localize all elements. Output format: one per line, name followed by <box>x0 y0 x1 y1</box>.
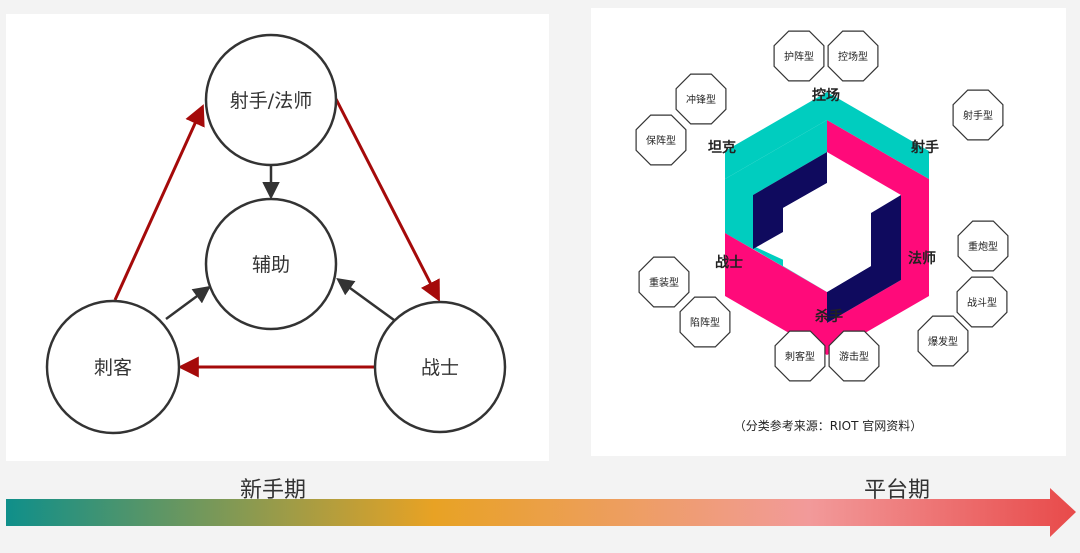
subtype-label: 重装型 <box>649 276 679 289</box>
node-support: 辅助 <box>204 197 338 331</box>
node-support-label: 辅助 <box>252 254 290 276</box>
subtype-guard: 护阵型 <box>773 30 825 82</box>
arrow-assassin-to-support <box>165 285 211 321</box>
subtype-label: 射手型 <box>963 109 993 122</box>
subtype-label: 控场型 <box>838 50 868 63</box>
subtype-label: 护阵型 <box>784 50 814 63</box>
role-label-killer: 杀手 <box>815 308 843 325</box>
role-cycle-diagram: 射手/法师 辅助 刺客 战士 <box>45 33 507 435</box>
hexagon-inner-navy-left <box>753 152 827 249</box>
node-shooter-mage: 射手/法师 <box>204 33 338 167</box>
timeline-arrow-shape <box>6 488 1076 537</box>
subtype-charge: 冲锋型 <box>675 73 727 125</box>
subtype-label: 战斗型 <box>967 296 997 309</box>
role-label-tank: 坦克 <box>708 139 736 156</box>
subtype-burst: 爆发型 <box>917 315 969 367</box>
role-classification-panel: 控场 射手 坦克 法师 战士 杀手 护阵型 控场型冲锋型保阵型 射手型重炮型战斗型爆… <box>591 8 1066 456</box>
node-fighter-label: 战士 <box>421 357 459 379</box>
octagon-shape <box>638 256 690 308</box>
hexagon-band-pink-lower <box>725 233 827 355</box>
octagon-shape <box>773 30 825 82</box>
arrow-assassin-to-shooter <box>113 104 205 301</box>
role-hexagon <box>725 92 929 355</box>
node-assassin: 刺客 <box>45 299 181 435</box>
hexagon-band-pink <box>827 120 929 355</box>
subtype-protect: 保阵型 <box>635 114 687 166</box>
subtype-artillery: 重炮型 <box>957 220 1009 272</box>
subtype-assassin-type: 刺客型 <box>774 330 826 382</box>
subtype-shooter-type: 射手型 <box>952 89 1004 141</box>
subtype-label: 冲锋型 <box>686 93 716 106</box>
subtype-field-control: 控场型 <box>827 30 879 82</box>
timeline-end-label: 平台期 <box>864 478 931 503</box>
subtype-label: 刺客型 <box>785 350 815 363</box>
subtype-trap: 陷阵型 <box>679 296 731 348</box>
octagon-shape <box>957 220 1009 272</box>
octagon-shape <box>956 276 1008 328</box>
octagon-shape <box>827 30 879 82</box>
role-label-shooter: 射手 <box>910 139 939 156</box>
role-label-mage: 法师 <box>908 250 936 267</box>
arrow-shooter-to-fighter <box>334 98 440 302</box>
hexagon-core <box>783 183 871 292</box>
subtype-label: 重炮型 <box>968 240 998 253</box>
octagon-shape <box>635 114 687 166</box>
timeline-arrow <box>6 488 1076 537</box>
arrow-fighter-to-support <box>336 277 395 322</box>
role-cycle-panel: 射手/法师 辅助 刺客 战士 <box>6 14 549 461</box>
octagon-shape <box>675 73 727 125</box>
subtype-heavy-armor: 重装型 <box>638 256 690 308</box>
octagon-shape <box>917 315 969 367</box>
role-label-control: 控场 <box>812 87 840 104</box>
node-fighter: 战士 <box>373 300 507 434</box>
subtype-label: 陷阵型 <box>690 316 720 329</box>
subtype-label: 爆发型 <box>928 335 958 348</box>
subtype-skirmish: 游击型 <box>828 330 880 382</box>
hexagon-band-cyan-left <box>725 120 827 249</box>
octagon-shape <box>774 330 826 382</box>
subtype-battle: 战斗型 <box>956 276 1008 328</box>
octagon-shape <box>828 330 880 382</box>
source-note: （分类参考来源：RIOT 官网资料） <box>734 418 922 433</box>
hexagon-inner-navy-right <box>827 195 901 323</box>
subtype-label: 游击型 <box>839 350 869 363</box>
subtype-label: 保阵型 <box>646 134 676 147</box>
node-shooter-mage-label: 射手/法师 <box>230 90 312 112</box>
timeline-start-label: 新手期 <box>240 478 307 503</box>
role-label-fighter: 战士 <box>715 254 743 271</box>
hexagon-band-cyan-top <box>725 92 929 179</box>
node-assassin-label: 刺客 <box>94 357 132 379</box>
octagon-shape <box>952 89 1004 141</box>
octagon-shape <box>679 296 731 348</box>
